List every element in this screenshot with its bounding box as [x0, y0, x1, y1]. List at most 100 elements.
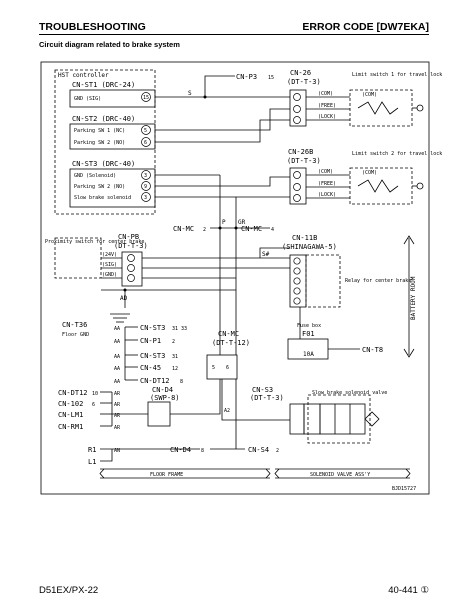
left-list-1: CN-102 [58, 400, 83, 408]
right-list-4: CN-DT12 [140, 377, 170, 385]
right-list-3-wire: AA [114, 366, 120, 372]
footer-page: 40-441 ① [388, 585, 429, 596]
limit-sw2-label: Limit switch 2 for travel lock [352, 151, 442, 157]
pb-gnd-label: (GND) [102, 272, 117, 278]
cn-st3-label: CN-ST3 (DRC-40) [72, 160, 135, 168]
cn-11b-label: CN-11B [292, 234, 317, 242]
pin-st2a: 5 [144, 128, 147, 134]
f01-label: F01 [302, 330, 315, 338]
parking-sw1-label: Parking SW 1 (NC) [74, 128, 125, 134]
left-list-0-wire: AR [114, 391, 121, 397]
left-list-1-pin: 6 [92, 402, 95, 408]
limit-sw2-com: (COM) [362, 170, 377, 176]
cn-t36-label: CN-T36 [62, 321, 87, 329]
cn-mc-bottom-label: CN-MC [218, 330, 239, 338]
cn-26b-label: CN-26B [288, 148, 313, 156]
right-list-1-pins: 2 [172, 339, 175, 345]
limit-sw2-terminal [416, 182, 424, 190]
cn-s3-type: (DT-T-3) [250, 394, 284, 402]
parking-sw2b-label: Parking SW 2 (NO) [74, 184, 125, 190]
right-list-3-pins: 12 [172, 366, 178, 372]
valve-coil [303, 403, 321, 435]
l1-label: L1 [88, 458, 96, 466]
solenoid-assy-label: SOLENOID VALVE ASS'Y [310, 472, 370, 478]
cn-st2-label: CN-ST2 (DRC-40) [72, 115, 135, 123]
right-list-2-wire: AA [114, 354, 120, 360]
error-code-title: ERROR CODE [DW7EKA] [302, 21, 429, 33]
right-list-1-wire: AA [114, 339, 120, 345]
cn-p3-label: CN-P3 [236, 73, 257, 81]
page-subtitle: Circuit diagram related to brake system [39, 40, 180, 49]
cn-26-label: CN-26 [290, 69, 311, 77]
gnd-solenoid-label: GND (Solenoid) [74, 173, 116, 179]
footer-model: D51EX/PX-22 [39, 585, 99, 596]
wire-sw1 [155, 108, 290, 131]
slow-brake-valve-label: Slow brake solenoid valve [312, 390, 387, 396]
wire-a2-label: A2 [224, 408, 230, 414]
left-list-0-pin: 10 [92, 391, 98, 397]
fuse-box-label: Fuse box [297, 323, 321, 329]
floor-frame-label: FLOOR FRAME [150, 472, 183, 478]
cn-d4-bottom-label: CN-D4 [170, 446, 191, 454]
cn-d4-block [147, 401, 171, 427]
gnd-sig-label: GND (SIG) [74, 96, 101, 102]
right-list-2-pins: 31 [172, 354, 178, 360]
wire-sw2 [155, 119, 290, 143]
cn-mc-left-pin: 2 [203, 227, 206, 233]
cn-26b-block [289, 167, 307, 205]
pin-st2b: 6 [144, 140, 147, 146]
wire-p-label: P [222, 219, 226, 226]
limit-sw1-terminal [416, 104, 424, 112]
left-list-1-wire: AR [114, 402, 121, 408]
right-list-3: CN-45 [140, 364, 161, 372]
cn-s3-label: CN-S3 [252, 386, 273, 394]
cn-st1-box [69, 89, 156, 108]
solenoid-valve-dashed [307, 394, 371, 444]
free-b-label: (FREE) [318, 181, 336, 187]
left-list-2: CN-LM1 [58, 411, 83, 419]
free-label: (FREE) [318, 103, 336, 109]
pin-st1: 15 [143, 95, 149, 101]
left-list-2-wire: AR [114, 413, 121, 419]
cn-s3-block [289, 403, 305, 435]
cn-pb-type: (DT-T-3) [114, 242, 148, 250]
pin-st3b: 9 [144, 184, 147, 190]
pb-sig-label: (SIG) [102, 262, 117, 268]
left-list-0: CN-DT12 [58, 389, 88, 397]
wire-s-label: S [188, 90, 192, 97]
cn-s4-pin: 2 [276, 448, 279, 454]
wire-gr-label: GR [238, 219, 246, 226]
cn-mc-left-label: CN-MC [173, 225, 194, 233]
wire-an-label: AN [114, 448, 120, 454]
floor-gnd-label: Floor GND [62, 332, 89, 338]
cn-p3-pin: 15 [268, 75, 274, 81]
wire-psw2 [155, 176, 290, 187]
cn-mc-right-label: CN-MC [241, 225, 262, 233]
limit-sw1-box [349, 89, 413, 127]
cn-d4-type: (SWP-8) [150, 394, 180, 402]
com-b-label: (COM) [318, 169, 333, 175]
battery-room-label: BATTERY ROOM [410, 276, 417, 320]
cn-s4-label: CN-S4 [248, 446, 269, 454]
pin-st3a: 3 [144, 173, 147, 179]
cn-st2-box [69, 123, 156, 150]
cn-pb-label: CN-PB [118, 233, 139, 241]
wire-ad-label: AD [120, 295, 128, 302]
diagram-frame [40, 61, 430, 495]
right-list-4-wire: AA [114, 379, 120, 385]
cn-st3-box [69, 168, 156, 208]
limit-sw1-label: Limit switch 1 for travel lock [352, 72, 442, 78]
right-list-0-wire: AA [114, 326, 120, 332]
wire-sw-label: S# [262, 251, 270, 258]
right-list-2: CN-ST3 [140, 352, 165, 360]
cn-mc-bottom-type: (DT-T-12) [212, 339, 250, 347]
limit-sw1-com: (COM) [362, 92, 377, 98]
cn-mc-right-pin: 4 [271, 227, 274, 233]
limit-sw2-box [349, 167, 413, 205]
cn-11b-type: (SHINAGAWA-5) [282, 243, 337, 251]
right-list-0-pins: 31 33 [172, 326, 187, 332]
slow-brake-label: Slow brake solenoid [74, 195, 131, 201]
cn-26b-type: (DT-T-3) [287, 157, 321, 165]
left-list-3: CN-RM1 [58, 423, 83, 431]
cn-pb-block [121, 251, 143, 287]
